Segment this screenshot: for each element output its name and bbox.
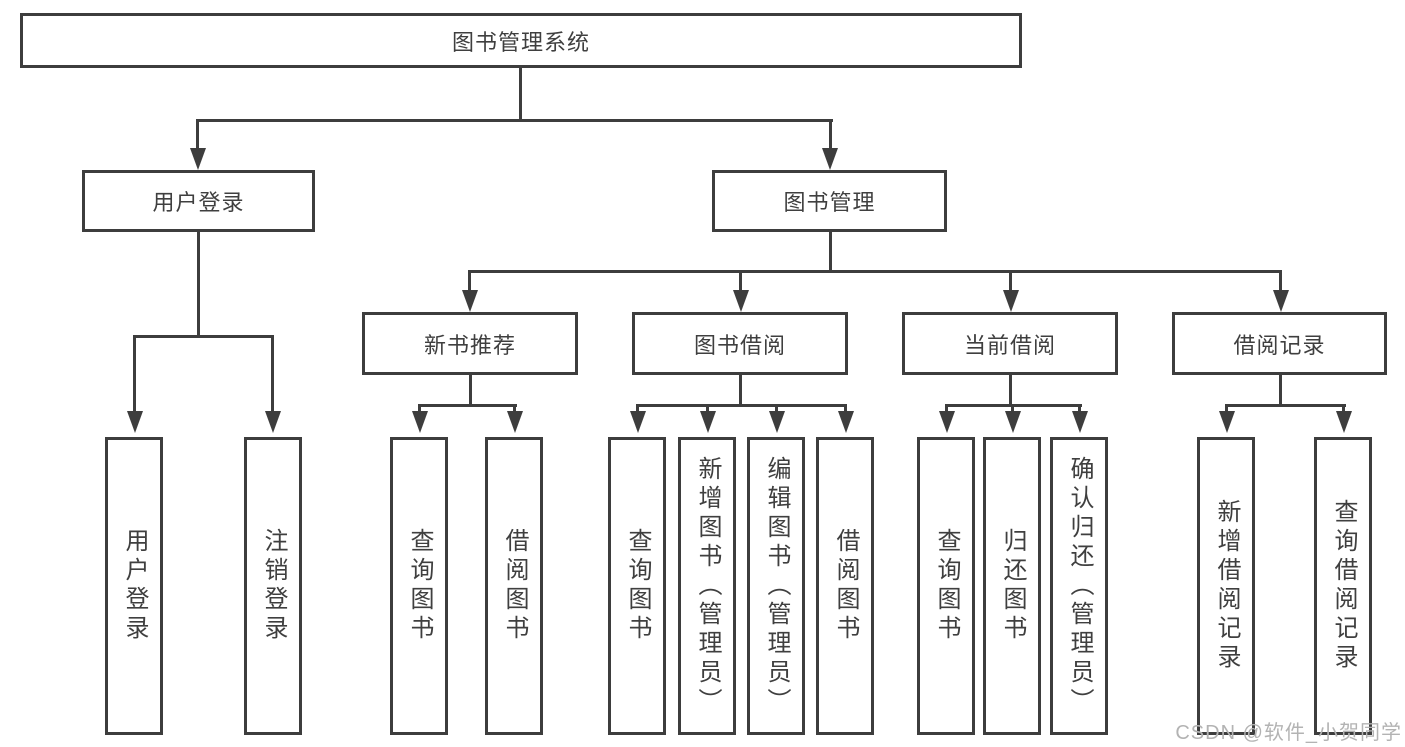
leaf-borrow-books-2: 借阅图书 bbox=[816, 437, 874, 735]
leaf-edit-books-admin: 编辑图书（管理员） bbox=[747, 437, 805, 735]
arrowhead-borrowing bbox=[733, 290, 749, 312]
connector-g5-horizontal bbox=[1225, 404, 1346, 407]
node-borrow-records-label: 借阅记录 bbox=[1233, 332, 1326, 358]
connector-g4-drop-2 bbox=[1011, 404, 1014, 415]
leaf-add-books-admin: 新增图书（管理员） bbox=[678, 437, 736, 735]
leaf-return-books: 归还图书 bbox=[983, 437, 1041, 735]
leaf-query-books-1: 查询图书 bbox=[390, 437, 448, 735]
leaf-query-books-2-label: 查询图书 bbox=[624, 528, 651, 644]
arrowhead-logout-leaf bbox=[265, 411, 281, 433]
connector-drop-current bbox=[1009, 270, 1012, 294]
leaf-borrow-books-1: 借阅图书 bbox=[485, 437, 543, 735]
connector-g4-drop-1 bbox=[945, 404, 948, 415]
leaf-confirm-return-admin: 确认归还（管理员） bbox=[1050, 437, 1108, 735]
arrowhead-current bbox=[1003, 290, 1019, 312]
arrowhead-login-leaf bbox=[127, 411, 143, 433]
node-new-book-recommend-label: 新书推荐 bbox=[423, 332, 516, 358]
arrowhead-user-login bbox=[190, 148, 206, 170]
leaf-add-borrow-record-label: 新增借阅记录 bbox=[1213, 499, 1240, 673]
connector-g4-drop-3 bbox=[1078, 404, 1081, 415]
arrowhead-book-mgmt bbox=[822, 148, 838, 170]
leaf-edit-books-admin-label: 编辑图书（管理员） bbox=[763, 455, 790, 717]
leaf-query-books-1-label: 查询图书 bbox=[406, 528, 433, 644]
arrowhead-g4-1 bbox=[939, 411, 955, 433]
arrowhead-g2-2 bbox=[507, 411, 523, 433]
leaf-query-books-3: 查询图书 bbox=[917, 437, 975, 735]
connector-drop-login-leaf bbox=[133, 335, 136, 415]
arrowhead-g3-3 bbox=[769, 411, 785, 433]
connector-mgmt-horizontal bbox=[468, 270, 1282, 273]
leaf-logout: 注销登录 bbox=[244, 437, 302, 735]
node-user-login-label: 用户登录 bbox=[152, 190, 245, 215]
connector-drop-borrowing bbox=[739, 270, 742, 294]
node-book-borrowing-label: 图书借阅 bbox=[693, 332, 786, 358]
node-book-borrowing: 图书借阅 bbox=[632, 312, 848, 375]
node-root: 图书管理系统 bbox=[20, 13, 1022, 68]
connector-trunk-horizontal bbox=[196, 119, 833, 122]
leaf-confirm-return-admin-label: 确认归还（管理员） bbox=[1066, 455, 1093, 717]
connector-g3-drop-2 bbox=[706, 404, 709, 415]
connector-g3-drop-1 bbox=[636, 404, 639, 415]
node-root-label: 图书管理系统 bbox=[451, 29, 590, 55]
connector-drop-records bbox=[1279, 270, 1282, 294]
arrowhead-g3-2 bbox=[700, 411, 716, 433]
connector-g2-vertical bbox=[469, 375, 472, 407]
node-book-management-label: 图书管理 bbox=[783, 190, 876, 215]
leaf-query-books-3-label: 查询图书 bbox=[933, 528, 960, 644]
leaf-add-books-admin-label: 新增图书（管理员） bbox=[694, 455, 721, 717]
arrowhead-g4-2 bbox=[1005, 411, 1021, 433]
arrowhead-g3-1 bbox=[630, 411, 646, 433]
leaf-logout-label: 注销登录 bbox=[260, 528, 287, 644]
connector-drop-book-mgmt bbox=[829, 119, 832, 152]
connector-user-horizontal bbox=[133, 335, 274, 338]
connector-drop-user-login bbox=[196, 119, 199, 152]
arrowhead-g5-2 bbox=[1336, 411, 1352, 433]
arrowhead-records bbox=[1273, 290, 1289, 312]
connector-g4-vertical bbox=[1009, 375, 1012, 407]
leaf-borrow-books-1-label: 借阅图书 bbox=[501, 528, 528, 644]
connector-g2-drop-1 bbox=[418, 404, 421, 415]
node-book-management: 图书管理 bbox=[712, 170, 947, 232]
leaf-user-login: 用户登录 bbox=[105, 437, 163, 735]
connector-g3-vertical bbox=[739, 375, 742, 407]
connector-g3-drop-3 bbox=[775, 404, 778, 415]
node-new-book-recommend: 新书推荐 bbox=[362, 312, 578, 375]
arrowhead-g2-1 bbox=[412, 411, 428, 433]
arrowhead-g3-4 bbox=[838, 411, 854, 433]
leaf-add-borrow-record: 新增借阅记录 bbox=[1197, 437, 1255, 735]
connector-g2-horizontal bbox=[418, 404, 517, 407]
connector-g5-vertical bbox=[1279, 375, 1282, 407]
node-borrow-records: 借阅记录 bbox=[1172, 312, 1387, 375]
arrowhead-new-books bbox=[462, 290, 478, 312]
arrowhead-g5-1 bbox=[1219, 411, 1235, 433]
node-current-borrowing: 当前借阅 bbox=[902, 312, 1118, 375]
leaf-query-borrow-record: 查询借阅记录 bbox=[1314, 437, 1372, 735]
connector-g5-drop-2 bbox=[1342, 404, 1345, 415]
node-current-borrowing-label: 当前借阅 bbox=[963, 332, 1056, 358]
leaf-return-books-label: 归还图书 bbox=[999, 528, 1026, 644]
leaf-query-books-2: 查询图书 bbox=[608, 437, 666, 735]
connector-g2-drop-2 bbox=[513, 404, 516, 415]
connector-mgmt-vertical bbox=[829, 232, 832, 273]
connector-drop-logout-leaf bbox=[271, 335, 274, 415]
connector-trunk-vertical bbox=[519, 68, 522, 121]
leaf-user-login-label: 用户登录 bbox=[121, 528, 148, 644]
connector-drop-new-books bbox=[468, 270, 471, 294]
csdn-watermark: CSDN @软件_小贺同学 bbox=[1175, 722, 1402, 744]
leaf-query-borrow-record-label: 查询借阅记录 bbox=[1330, 499, 1357, 673]
connector-g3-horizontal bbox=[636, 404, 847, 407]
connector-g5-drop-1 bbox=[1225, 404, 1228, 415]
node-user-login: 用户登录 bbox=[82, 170, 315, 232]
connector-g3-drop-4 bbox=[844, 404, 847, 415]
leaf-borrow-books-2-label: 借阅图书 bbox=[832, 528, 859, 644]
connector-user-vertical bbox=[197, 232, 200, 338]
arrowhead-g4-3 bbox=[1072, 411, 1088, 433]
